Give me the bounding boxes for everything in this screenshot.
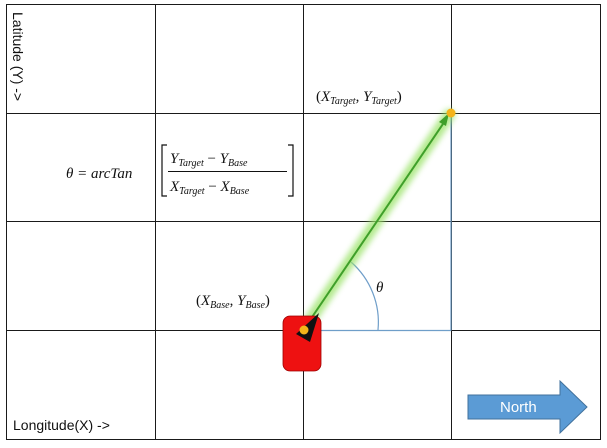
grid (6, 4, 601, 440)
target-coordinate-label: (XTarget, YTarget) (316, 89, 402, 107)
base-coordinate-label: (XBase, YBase) (196, 293, 270, 311)
x-axis-label: Longitude(X) -> (13, 417, 110, 433)
formula-denominator: XTarget − XBase (169, 179, 250, 197)
vehicle (282, 313, 322, 372)
triangle-legs (304, 113, 452, 332)
north-label: North (500, 399, 537, 416)
angle-label: θ (376, 280, 384, 296)
formula-right-bracket (288, 144, 294, 197)
target-point (446, 108, 456, 118)
formula-left-bracket (161, 144, 167, 197)
north-arrow-shape (467, 379, 588, 435)
vector-arrowhead (439, 113, 449, 126)
y-axis-label: Latitude (Y) -> (10, 12, 26, 101)
base-point (299, 325, 309, 335)
formula-numerator: YTarget − YBase (170, 151, 248, 169)
angle-arc (350, 261, 379, 331)
bearing-formula: θ = arcTan YTarget − YBase XTarget − XBa… (66, 144, 294, 197)
formula-lhs: θ = arcTan (66, 166, 132, 182)
bearing-vector (300, 109, 455, 332)
vector-line (305, 117, 448, 327)
north-arrow: North (467, 379, 588, 435)
